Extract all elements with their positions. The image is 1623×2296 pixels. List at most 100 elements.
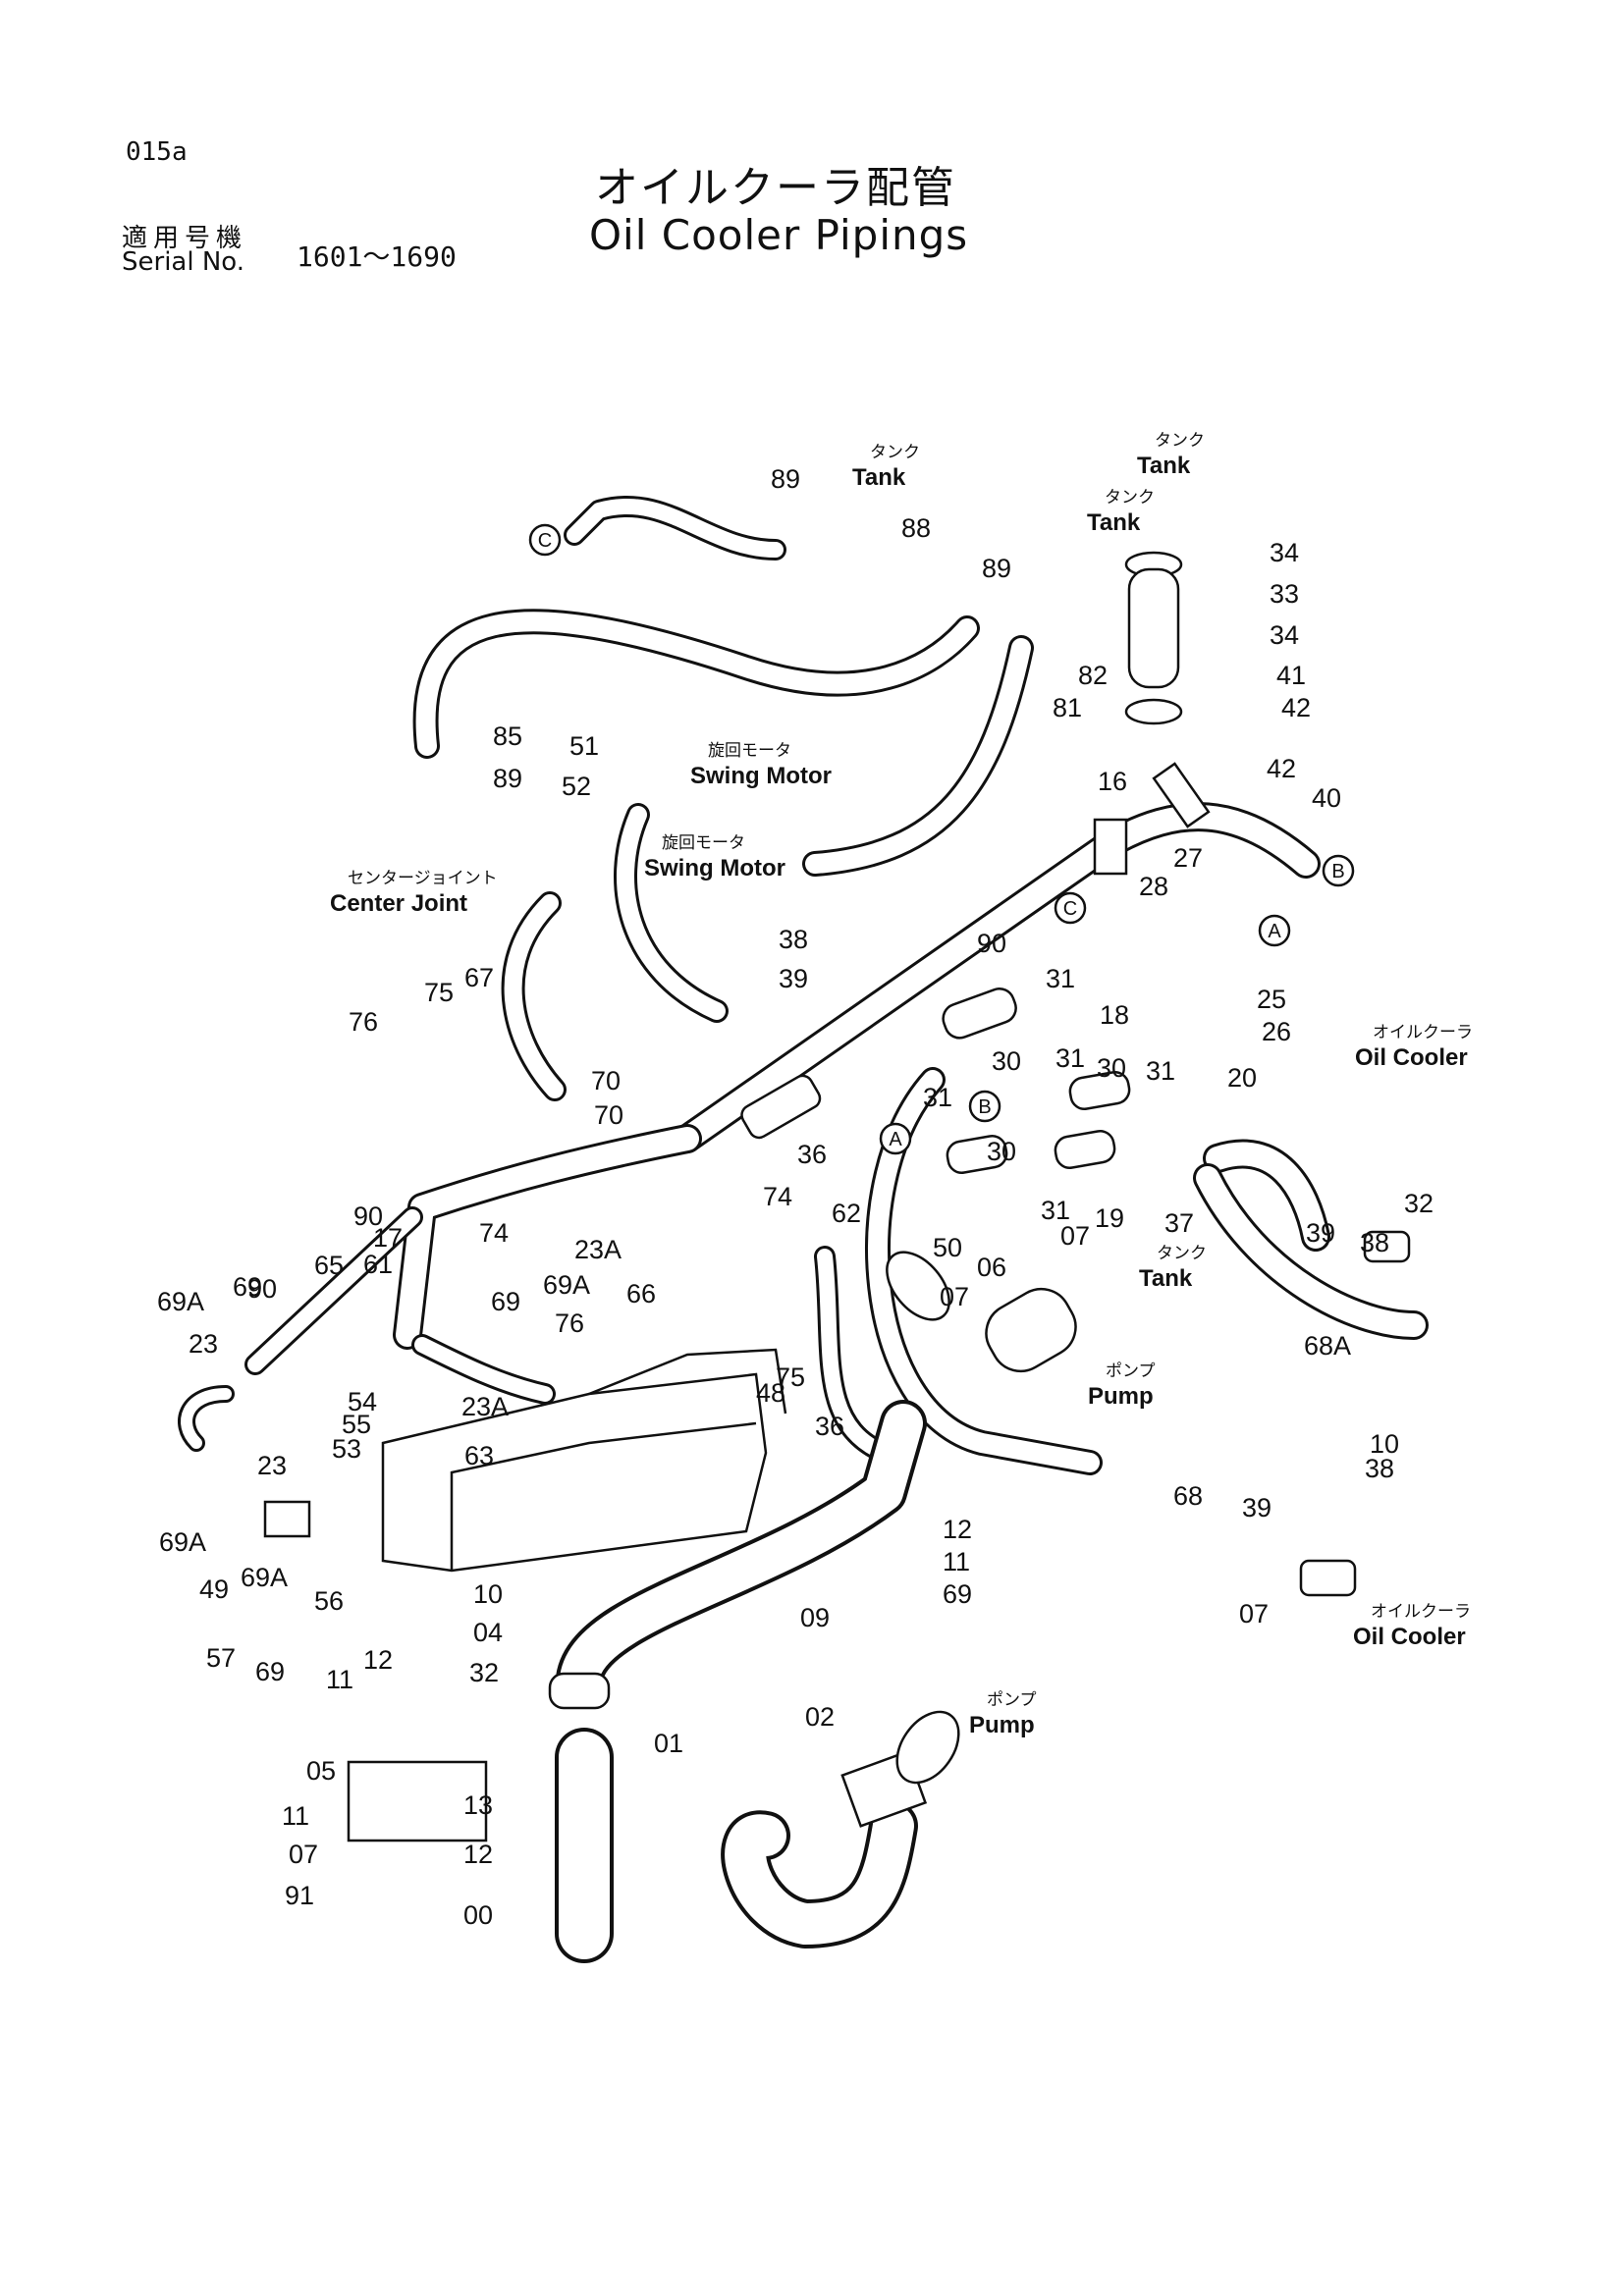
part-number-label: 07 (289, 1840, 318, 1869)
part-number-label: 05 (306, 1756, 336, 1786)
destination-label-english: Pump (969, 1712, 1035, 1738)
serial-range: 1601～1690 (297, 240, 457, 273)
part-number-label: 07 (1239, 1599, 1269, 1629)
destination-label-japanese: ポンプ (987, 1690, 1037, 1710)
part-number-label: 50 (933, 1233, 962, 1262)
destination-label-japanese: タンク (870, 443, 920, 462)
part-number-label: 69 (255, 1657, 285, 1686)
part-number-label: 38 (1365, 1454, 1394, 1483)
part-number-label: 69 (233, 1272, 262, 1302)
part-number-label: 00 (463, 1900, 493, 1930)
part-number-label: 31 (1055, 1043, 1085, 1073)
part-number-label: 69 (943, 1579, 972, 1609)
fittings (263, 551, 1411, 1842)
part-number-label: 91 (285, 1881, 314, 1910)
part-number-label: 62 (832, 1199, 861, 1228)
connector-marker: C (528, 523, 562, 557)
part-number-label: 17 (373, 1223, 403, 1253)
part-number-label: 65 (314, 1251, 344, 1280)
part-number-label: 48 (756, 1378, 785, 1408)
part-number-label: 25 (1257, 985, 1286, 1014)
part-number-label: 39 (779, 964, 808, 993)
destination-label-japanese: 旋回モータ (708, 741, 791, 761)
destination-label-english: Oil Cooler (1353, 1624, 1466, 1650)
part-number-label: 40 (1312, 783, 1341, 813)
part-number-label: 30 (987, 1137, 1016, 1166)
part-number-label: 76 (555, 1308, 584, 1338)
part-number-label: 42 (1267, 754, 1296, 783)
part-number-label: 85 (493, 721, 522, 751)
part-number-label: 12 (463, 1840, 493, 1869)
part-number-label: 69A (159, 1527, 206, 1557)
destination-label-english: Tank (1139, 1265, 1193, 1292)
destination-label-japanese: 旋回モータ (662, 833, 745, 853)
destination-label-japanese: オイルクーラ (1371, 1602, 1471, 1622)
part-number-label: 23 (257, 1451, 287, 1480)
part-number-label: 31 (1041, 1196, 1070, 1225)
connector-circle (1322, 854, 1355, 887)
connector-marker: B (1322, 854, 1355, 887)
part-number-label: 52 (562, 772, 591, 801)
part-number-label: 54 (348, 1387, 377, 1416)
part-number-label: 36 (797, 1140, 827, 1169)
part-number-label: 56 (314, 1586, 344, 1616)
part-number-label: 42 (1281, 693, 1311, 722)
part-number-label: 38 (779, 925, 808, 954)
part-number-label: 57 (206, 1643, 236, 1673)
part-number-label: 32 (469, 1658, 499, 1687)
part-number-label: 41 (1276, 661, 1306, 690)
destination-label-japanese: タンク (1155, 431, 1205, 451)
part-number-label: 09 (800, 1603, 830, 1632)
part-number-label: 02 (805, 1702, 835, 1732)
part-number-label: 66 (626, 1279, 656, 1308)
destination-label-english: Oil Cooler (1355, 1044, 1468, 1071)
part-number-label: 38 (1360, 1228, 1389, 1257)
part-number-label: 89 (982, 554, 1011, 583)
part-number-label: 31 (1146, 1056, 1175, 1086)
page-title-japanese: オイルクーラ配管 (595, 163, 956, 213)
part-number-label: 04 (473, 1618, 503, 1647)
part-number-label: 51 (569, 731, 599, 761)
part-number-label: 76 (349, 1007, 378, 1037)
part-number-label: 36 (815, 1412, 844, 1441)
part-number-label: 07 (940, 1282, 969, 1311)
connector-circle (879, 1122, 912, 1155)
connector-circle (528, 523, 562, 557)
part-number-label: 82 (1078, 661, 1108, 690)
part-number-label: 18 (1100, 1000, 1129, 1030)
destination-label-english: Tank (852, 464, 906, 491)
destination-label-japanese: オイルクーラ (1373, 1023, 1473, 1042)
destination-label-japanese: タンク (1105, 488, 1155, 507)
part-number-label: 69A (543, 1270, 590, 1300)
destination-label-english: Tank (1137, 453, 1191, 479)
part-number-label: 63 (464, 1441, 494, 1470)
connector-letter: C (538, 530, 552, 552)
destination-label-english: Center Joint (330, 890, 467, 917)
part-number-label: 33 (1270, 579, 1299, 609)
connector-letter: B (1331, 861, 1344, 882)
part-number-label: 28 (1139, 872, 1168, 901)
destination-label: タンク Tank (852, 443, 920, 491)
part-number-label: 16 (1098, 767, 1127, 796)
part-number-label: 69 (491, 1287, 520, 1316)
hose-lines (178, 495, 1429, 1963)
part-number-label: 37 (1164, 1208, 1194, 1238)
part-number-label: 34 (1270, 538, 1299, 567)
part-number-label: 23A (461, 1392, 509, 1421)
part-number-label: 61 (363, 1250, 393, 1279)
part-number-label: 81 (1053, 693, 1082, 722)
part-number-label: 74 (479, 1218, 509, 1248)
part-number-label: 06 (977, 1253, 1006, 1282)
part-number-label: 01 (654, 1729, 683, 1758)
part-number-label: 39 (1242, 1493, 1271, 1522)
part-number-label: 20 (1227, 1063, 1257, 1093)
part-number-label: 39 (1306, 1218, 1335, 1248)
part-number-label: 55 (342, 1410, 371, 1439)
